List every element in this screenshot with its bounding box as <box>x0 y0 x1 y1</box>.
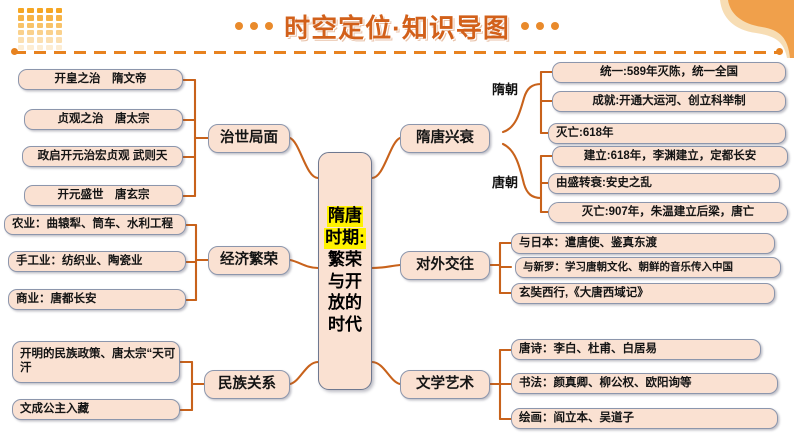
grid-dot <box>46 15 53 21</box>
category-node-suitang-xingshuai[interactable]: 隋唐兴衰 <box>400 124 490 153</box>
leaf-nongye[interactable]: 农业：曲辕犁、筒车、水利工程 <box>4 214 186 235</box>
grid-dot <box>27 8 34 14</box>
category-node-duiwai-jiaowang[interactable]: 对外交往 <box>400 251 490 280</box>
grid-dot <box>27 30 34 36</box>
grid-dot <box>46 44 53 50</box>
grid-dot <box>18 22 25 28</box>
leaf-shufa[interactable]: 书法：颜真卿、柳公权、欧阳询等 <box>511 373 778 394</box>
grid-dot <box>18 15 25 21</box>
leaf-tang-jianli[interactable]: 建立:618年，李渊建立，定都长安 <box>552 146 788 167</box>
category-node-jingji-fanrong[interactable]: 经济繁荣 <box>208 246 290 275</box>
grid-dot <box>55 30 62 36</box>
central-line-2: 时期: <box>324 228 366 249</box>
grid-dot <box>46 8 53 14</box>
leaf-yu-xinluo[interactable]: 与新罗：学习唐朝文化、朝鲜的音乐传入中国 <box>515 257 781 278</box>
grid-dot <box>27 44 34 50</box>
divider-cap-right <box>776 48 783 55</box>
central-line-6: 时代 <box>328 314 362 334</box>
central-line-1: 隋唐 <box>327 206 363 228</box>
leaf-kaiyuan-shengshi[interactable]: 开元盛世 唐玄宗 <box>24 185 183 206</box>
category-node-wenxue-yishu[interactable]: 文学艺术 <box>400 370 490 399</box>
grid-dot <box>55 8 62 14</box>
grid-dot <box>55 15 62 21</box>
grid-dot <box>46 37 53 43</box>
leaf-huihua[interactable]: 绘画：阎立本、吴道子 <box>511 408 778 429</box>
grid-dot <box>55 44 62 50</box>
page-title: 时空定位·知识导图 <box>284 12 510 43</box>
dot-grid-decoration <box>18 8 62 50</box>
grid-dot <box>46 22 53 28</box>
leaf-tang-youshengzhuanshuai[interactable]: 由盛转衰:安史之乱 <box>548 173 780 194</box>
grid-dot <box>36 30 44 36</box>
leaf-xuanzang-xixing[interactable]: 玄奘西行,《大唐西域记》 <box>511 283 775 304</box>
leaf-tang-miewang[interactable]: 灭亡:907年，朱温建立后梁，唐亡 <box>548 202 788 223</box>
central-line-4: 与开 <box>328 271 362 291</box>
grid-dot <box>18 44 25 50</box>
leaf-shangye[interactable]: 商业：唐都长安 <box>8 289 186 310</box>
leaf-zhenguan-zhizhi[interactable]: 贞观之治 唐太宗 <box>24 109 183 130</box>
leaf-wencheng-gongzhu[interactable]: 文成公主入藏 <box>12 399 180 420</box>
leaf-sui-miewang[interactable]: 灭亡:618年 <box>548 123 786 144</box>
grid-dot <box>36 37 44 43</box>
central-line-3: 繁荣 <box>328 249 362 269</box>
grid-dot <box>46 30 53 36</box>
label-sui-dynasty: 隋朝 <box>492 82 519 97</box>
title-dots-right <box>520 22 559 30</box>
grid-dot <box>36 8 44 14</box>
page-header: 时空定位·知识导图 <box>0 8 794 44</box>
grid-dot <box>27 37 34 43</box>
grid-dot <box>36 22 44 28</box>
grid-dot <box>36 44 44 50</box>
leaf-kaiming-minzu-zhengce[interactable]: 开明的民族政策、唐太宗“天可汗 <box>12 341 180 383</box>
leaf-zhengqi-kaiyuan[interactable]: 政启开元治宏贞观 武则天 <box>22 146 183 167</box>
leaf-shougongye[interactable]: 手工业：纺织业、陶瓷业 <box>8 251 186 272</box>
grid-dot <box>27 22 34 28</box>
grid-dot <box>18 37 25 43</box>
grid-dot <box>55 37 62 43</box>
leaf-tangshi[interactable]: 唐诗：李白、杜甫、白居易 <box>511 339 761 360</box>
title-dots-left <box>235 22 274 30</box>
grid-dot <box>36 15 44 21</box>
leaf-yu-riben[interactable]: 与日本：遣唐使、鉴真东渡 <box>511 233 775 254</box>
grid-dot <box>27 15 34 21</box>
grid-dot <box>55 22 62 28</box>
category-node-zhishi-jumian[interactable]: 治世局面 <box>208 124 290 153</box>
header-divider <box>11 48 783 55</box>
leaf-sui-chengjiu[interactable]: 成就:开通大运河、创立科举制 <box>552 91 786 112</box>
divider-cap-left <box>11 48 18 55</box>
central-line-5: 放的 <box>328 293 362 313</box>
grid-dot <box>18 8 25 14</box>
category-node-minzu-guanxi[interactable]: 民族关系 <box>204 370 290 399</box>
label-tang-dynasty: 唐朝 <box>492 175 519 190</box>
leaf-kaihuang-zhizhi[interactable]: 开皇之治 隋文帝 <box>18 69 183 90</box>
grid-dot <box>18 30 25 36</box>
leaf-sui-tongyi[interactable]: 统一:589年灭陈，统一全国 <box>552 62 786 83</box>
central-topic-node[interactable]: 隋唐 时期: 繁荣 与开 放的 时代 <box>318 152 372 390</box>
